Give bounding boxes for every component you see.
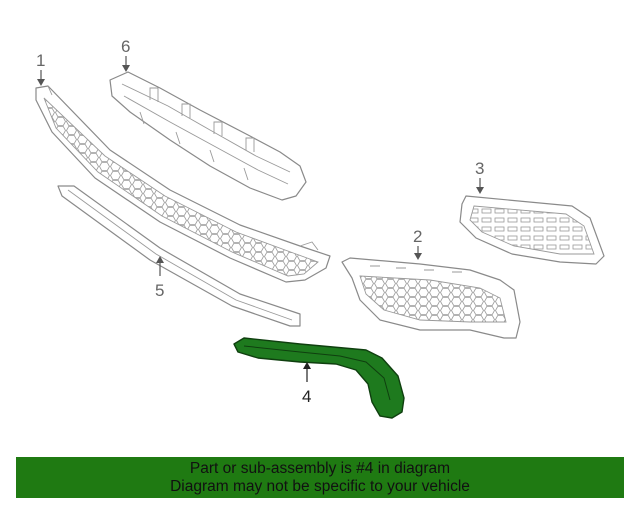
part-6-upper-bracket[interactable] — [109, 71, 307, 201]
callout-3: 3 — [475, 159, 484, 194]
part-5-lower-strip[interactable] — [57, 185, 301, 327]
part-1-lower-grille[interactable] — [35, 85, 331, 283]
info-banner: Part or sub-assembly is #4 in diagram Di… — [16, 457, 624, 498]
callout-2-label: 2 — [413, 227, 422, 246]
callout-2: 2 — [413, 227, 422, 260]
callout-5: 5 — [155, 256, 164, 300]
callout-6: 6 — [121, 37, 130, 72]
callout-1: 1 — [36, 51, 45, 86]
part-4-molding-highlighted[interactable] — [233, 337, 405, 419]
callout-3-label: 3 — [475, 159, 484, 178]
banner-line-2: Diagram may not be specific to your vehi… — [170, 478, 470, 495]
callout-4: 4 — [302, 362, 311, 406]
callout-4-label: 4 — [302, 387, 311, 406]
part-2-right-lower-grille[interactable] — [341, 257, 521, 339]
callout-1-label: 1 — [36, 51, 45, 70]
part-3-right-insert[interactable] — [459, 195, 605, 265]
callout-6-label: 6 — [121, 37, 130, 56]
banner-line-1: Part or sub-assembly is #4 in diagram — [189, 460, 451, 477]
callout-5-label: 5 — [155, 281, 164, 300]
parts-diagram: 1 6 3 2 5 4 — [35, 37, 605, 419]
